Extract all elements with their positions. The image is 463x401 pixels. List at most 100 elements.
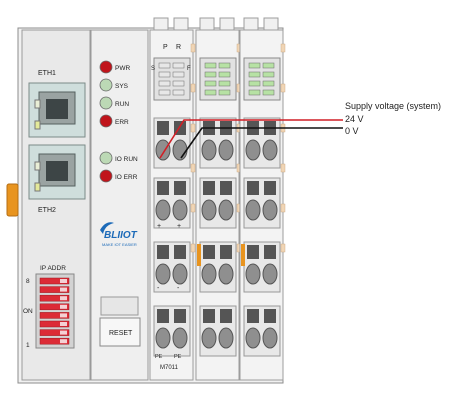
header-letter-r: R (176, 44, 181, 51)
wire-clamp (262, 327, 278, 349)
dip-switch-knob (60, 296, 67, 301)
release-slot (264, 245, 276, 259)
channel-led (248, 80, 261, 87)
release-slot (174, 245, 186, 259)
side-tab (190, 43, 196, 53)
side-tab (280, 243, 286, 253)
eth1-link-led (34, 99, 41, 109)
channel-led (172, 62, 185, 69)
dip-switch-2[interactable] (39, 329, 70, 336)
side-tab (190, 163, 196, 173)
status-led-1 (99, 78, 113, 92)
dip-switch-block (35, 273, 75, 349)
io-led-label: IO ERR (115, 174, 138, 181)
wire-clamp (262, 139, 278, 161)
dip-switch-7[interactable] (39, 286, 70, 293)
dip-switch-5[interactable] (39, 303, 70, 311)
side-tab (280, 163, 286, 173)
channel-led (248, 89, 261, 96)
brand-name: BLIIOT (104, 230, 138, 241)
top-notch (243, 17, 259, 31)
reset-button[interactable] (99, 317, 141, 347)
wire-clamp (218, 199, 234, 221)
side-tab (190, 243, 196, 253)
top-notch (173, 17, 189, 31)
channel-led (248, 62, 261, 69)
reset-label: RESET (109, 330, 133, 337)
supply-title: Supply voltage (system) (345, 101, 441, 111)
release-slot (220, 181, 232, 195)
release-slot (174, 181, 186, 195)
dip-switch-knob (60, 313, 67, 318)
side-tab (190, 123, 196, 133)
side-tab (280, 43, 286, 53)
release-slot (157, 309, 169, 323)
release-slot (264, 181, 276, 195)
led-letter-f: F (187, 66, 191, 72)
wire-24v (159, 119, 343, 159)
brand-tagline: MAKE IOT EASIER (102, 242, 137, 247)
channel-led (218, 89, 231, 96)
channel-led (262, 89, 275, 96)
dip-switch-knob (60, 330, 67, 335)
channel-led (158, 62, 171, 69)
release-slot (203, 181, 215, 195)
wire-clamp (201, 139, 217, 161)
top-notch (219, 17, 235, 31)
dip-label-on: ON (23, 308, 33, 315)
channel-led (248, 71, 261, 78)
orange-marker (241, 244, 245, 266)
brand-logo: BLIIOT MAKE IOT EASIER (100, 222, 138, 247)
logo-swoosh-icon (100, 222, 114, 234)
dip-switch-4[interactable] (39, 312, 70, 319)
wire-clamp (262, 263, 278, 285)
eth1-label: ETH1 (38, 70, 56, 77)
wire-clamp (155, 139, 171, 161)
terminal-modules (149, 17, 286, 381)
wire-clamp (155, 199, 171, 221)
channel-led (172, 80, 185, 87)
eth1-act-led (34, 120, 41, 130)
wire-clamp (245, 139, 261, 161)
wire-clamp (245, 327, 261, 349)
dip-switch-1[interactable] (39, 337, 70, 345)
release-slot (157, 245, 169, 259)
wire-clamp (201, 199, 217, 221)
release-slot (247, 309, 259, 323)
release-slot (174, 309, 186, 323)
channel-led (262, 71, 275, 78)
label-24v: 24 V (345, 114, 364, 124)
wire-clamp (201, 263, 217, 285)
wire-clamp (245, 199, 261, 221)
dip-switch-8[interactable] (39, 277, 70, 285)
channel-led (218, 71, 231, 78)
wire-0v (180, 127, 343, 159)
eth2-link-led (34, 161, 41, 171)
status-led-label: RUN (115, 101, 129, 108)
dip-switch-3[interactable] (39, 320, 70, 328)
orange-marker (197, 244, 201, 266)
header-letter-p: P (163, 44, 168, 51)
side-tab (280, 83, 286, 93)
top-notch (263, 17, 279, 31)
release-slot (220, 309, 232, 323)
status-led-label: SYS (115, 83, 129, 90)
channel-led (158, 80, 171, 87)
wire-clamp (172, 199, 188, 221)
channel-led (204, 80, 217, 87)
wire-clamp (218, 139, 234, 161)
side-tab (280, 203, 286, 213)
dip-switch-rows (39, 277, 70, 345)
mark-pe-2: PE (174, 354, 182, 360)
status-led-0 (99, 60, 113, 74)
dip-switch-6[interactable] (39, 294, 70, 302)
status-led-label: PWR (115, 65, 130, 72)
channel-led (158, 71, 171, 78)
mark-plus-2: + (177, 223, 181, 230)
channel-led (204, 71, 217, 78)
channel-led (158, 89, 171, 96)
release-slot (247, 181, 259, 195)
